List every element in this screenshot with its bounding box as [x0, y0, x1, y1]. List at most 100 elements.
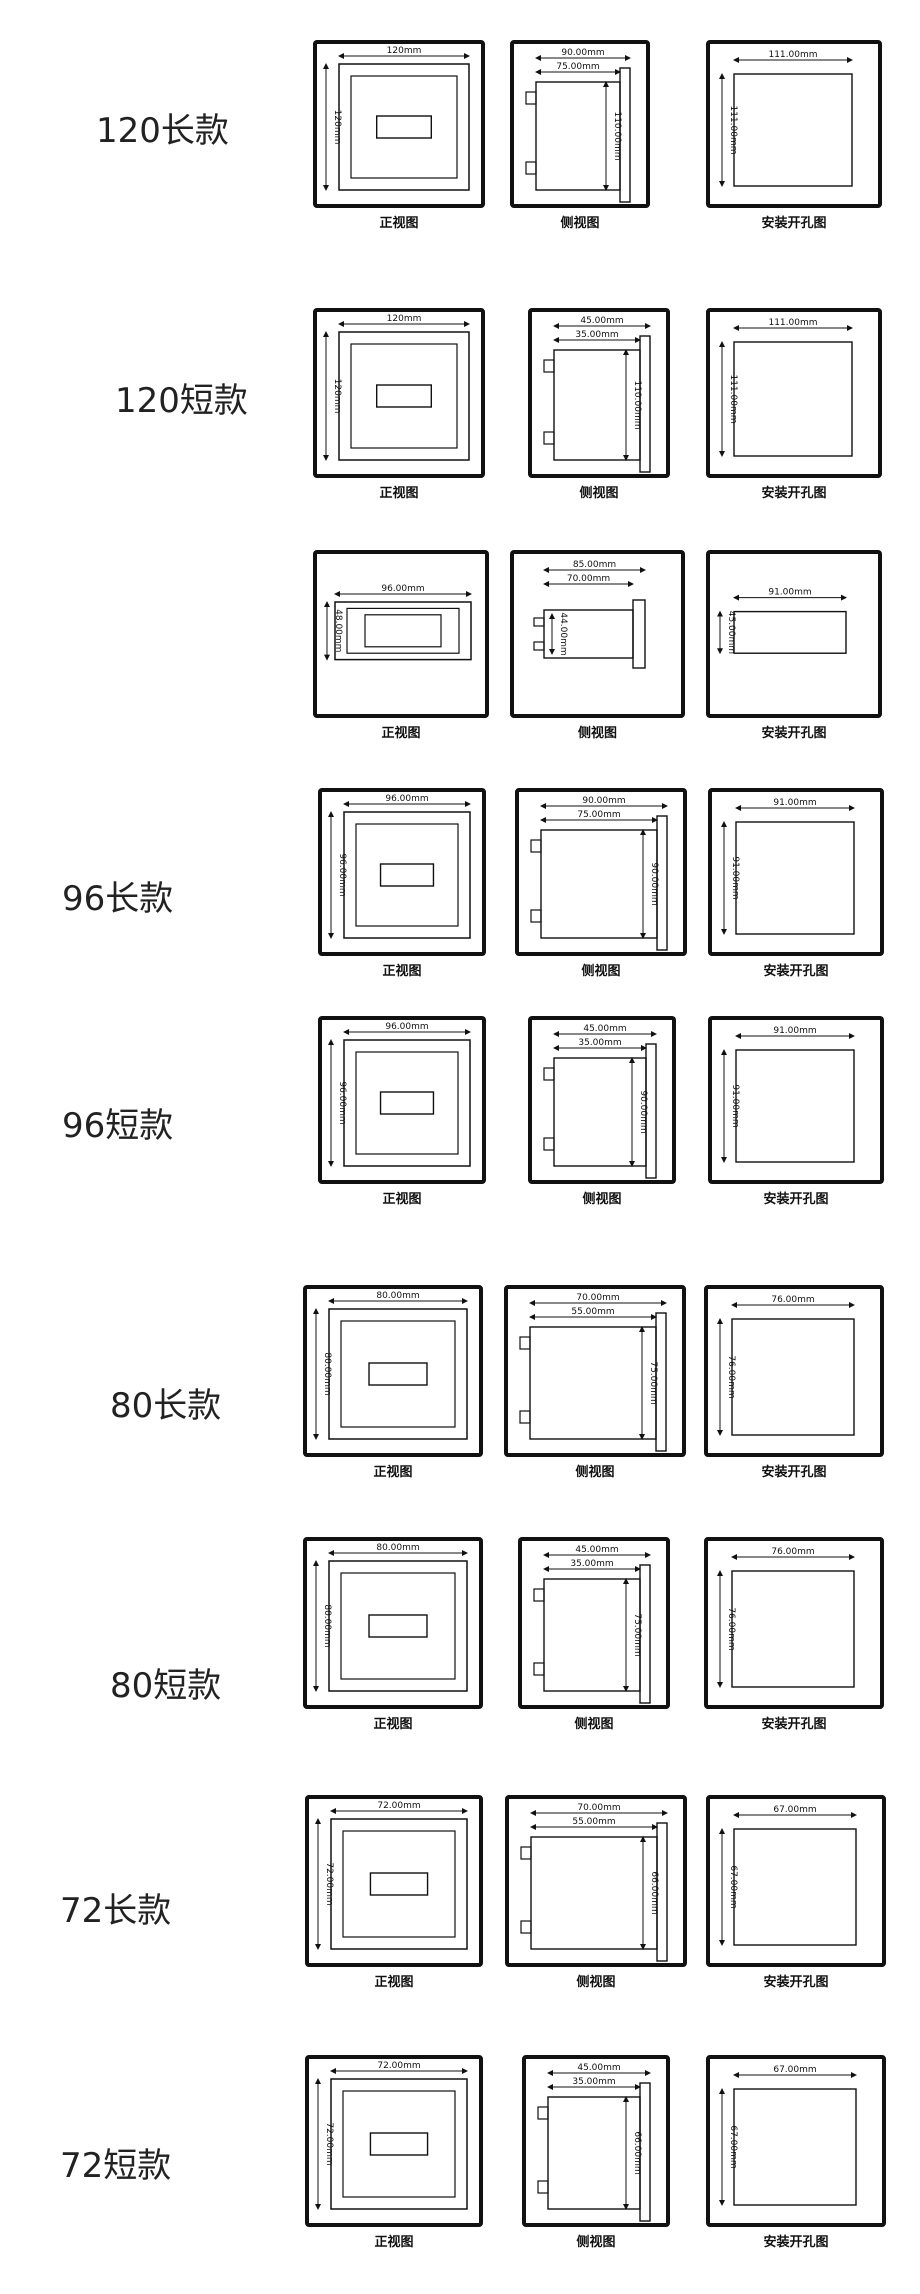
front-height-label: 72.00mm [324, 1862, 334, 1905]
side-height-label: 75.00mm [648, 1361, 658, 1404]
front-width-label: 120mm [387, 46, 422, 56]
side-outer-label: 90.00mm [582, 796, 625, 806]
side-view-caption: 侧视图 [577, 726, 617, 741]
side-view-caption: 侧视图 [579, 486, 619, 501]
side-inner-label: 35.00mm [578, 1038, 621, 1048]
side-outer-label: 70.00mm [576, 1293, 619, 1303]
side-height-label: 90.00mm [649, 862, 659, 905]
cutout-width-label: 76.00mm [771, 1547, 814, 1557]
side-outer-label: 85.00mm [573, 560, 616, 570]
row-label: 72长款 [60, 1891, 172, 1931]
cutout-view-caption: 安装开孔图 [763, 2235, 829, 2250]
side-view-caption: 侧视图 [576, 2235, 616, 2250]
front-view-caption: 正视图 [373, 1717, 413, 1732]
front-width-label: 120mm [387, 314, 422, 324]
front-view-caption: 正视图 [373, 1465, 413, 1480]
side-outer-label: 45.00mm [583, 1024, 626, 1034]
cutout-view-caption: 安装开孔图 [761, 726, 827, 741]
front-view-caption: 正视图 [374, 1975, 414, 1990]
side-view-drawing: 90.00mm 75.00mm 110.00mm [525, 48, 631, 203]
side-outer-label: 70.00mm [577, 1803, 620, 1813]
side-outer-label: 90.00mm [561, 48, 604, 58]
cutout-view-caption: 安装开孔图 [761, 486, 827, 501]
cutout-view-caption: 安装开孔图 [763, 964, 829, 979]
side-view-caption: 侧视图 [576, 1975, 616, 1990]
side-height-label: 110.00mm [632, 380, 642, 429]
front-height-label: 48.00mm [333, 609, 343, 652]
side-view-drawing: 70.00mm 55.00mm 75.00mm [519, 1293, 667, 1452]
cutout-view-caption: 安装开孔图 [761, 1465, 827, 1480]
front-view-caption: 正视图 [374, 2235, 414, 2250]
side-inner-label: 35.00mm [572, 2077, 615, 2087]
cutout-height-label: 76.00mm [726, 1355, 736, 1398]
side-view-panel: 90.00mm 75.00mm 110.00mm [510, 40, 650, 208]
cutout-width-label: 111.00mm [768, 318, 817, 328]
side-view-panel: 70.00mm 55.00mm 75.00mm [504, 1285, 686, 1457]
side-height-label: 66.00mm [649, 1871, 659, 1914]
cutout-view-caption: 安装开孔图 [763, 1192, 829, 1207]
cutout-width-label: 91.00mm [773, 798, 816, 808]
side-view-drawing: 45.00mm 35.00mm 110.00mm [543, 316, 651, 473]
side-inner-label: 35.00mm [575, 330, 618, 340]
cutout-width-label: 67.00mm [773, 2065, 816, 2075]
cutout-drawing: 76.00mm 76.00mm [717, 1295, 855, 1436]
side-inner-label: 55.00mm [571, 1307, 614, 1317]
side-inner-label: 75.00mm [556, 62, 599, 72]
front-view-caption: 正视图 [382, 1192, 422, 1207]
side-view-caption: 侧视图 [560, 216, 600, 231]
row-label: 72短款 [60, 2146, 172, 2186]
side-view-caption: 侧视图 [575, 1465, 615, 1480]
side-view-caption: 侧视图 [581, 964, 621, 979]
side-outer-label: 45.00mm [580, 316, 623, 326]
front-width-label: 96.00mm [385, 1022, 428, 1032]
cutout-width-label: 76.00mm [771, 1295, 814, 1305]
front-width-label: 72.00mm [377, 2061, 420, 2071]
cutout-width-label: 111.00mm [768, 50, 817, 60]
front-view-panel: 96.00mm 48.00mm [313, 550, 489, 718]
side-inner-label: 55.00mm [572, 1817, 615, 1827]
side-height-label: 110.00mm [612, 111, 622, 160]
cutout-view-caption: 安装开孔图 [761, 1717, 827, 1732]
cutout-view-panel: 76.00mm 76.00mm [704, 1285, 884, 1457]
row-label: 80长款 [110, 1386, 222, 1426]
row-label: 120长款 [96, 111, 229, 151]
side-outer-label: 45.00mm [575, 1545, 618, 1555]
cutout-width-label: 91.00mm [768, 588, 811, 598]
front-width-label: 96.00mm [381, 584, 424, 594]
row-label: 96短款 [62, 1106, 174, 1146]
cutout-view-caption: 安装开孔图 [761, 216, 827, 231]
row-label: 96长款 [62, 879, 174, 919]
front-view-drawing: 96.00mm 48.00mm [324, 584, 472, 661]
front-height-label: 80.00mm [322, 1352, 332, 1395]
front-view-caption: 正视图 [382, 964, 422, 979]
side-view-drawing: 70.00mm 55.00mm 66.00mm [520, 1803, 668, 1962]
cutout-width-label: 67.00mm [773, 1805, 816, 1815]
side-height-label: 66.00mm [632, 2131, 642, 2174]
row-label: 80短款 [110, 1666, 222, 1706]
